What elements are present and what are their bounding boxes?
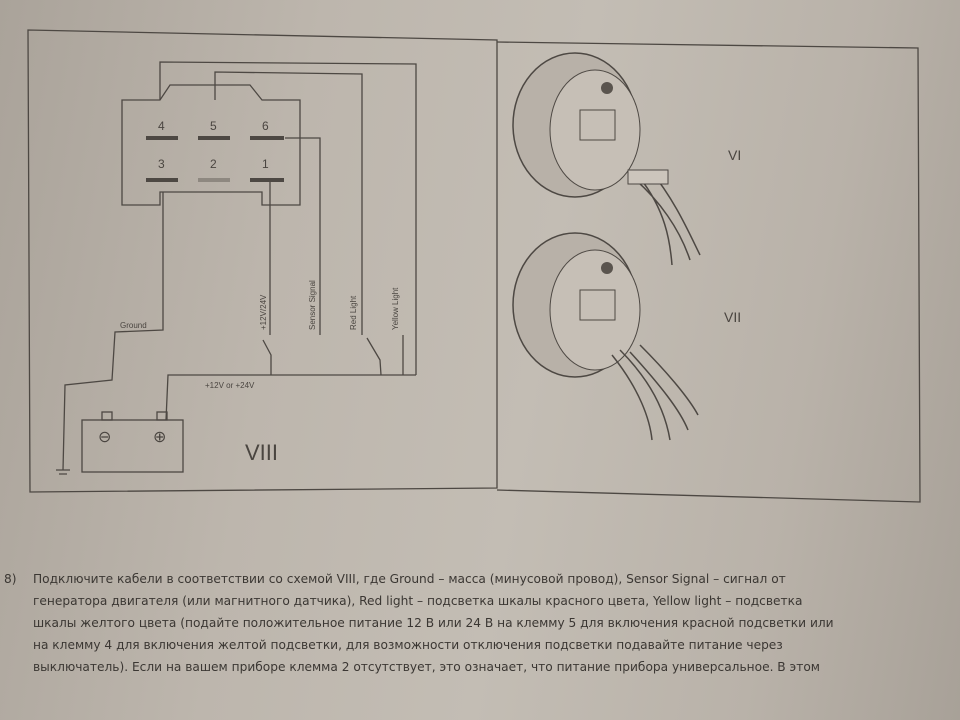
label-power: +12V/24V bbox=[259, 294, 268, 330]
paragraph-number: 8) bbox=[4, 572, 17, 586]
label-red-light: Red Light bbox=[349, 295, 358, 330]
paragraph-line: генератора двигателя (или магнитного дат… bbox=[33, 594, 803, 608]
terminal-2: 2 bbox=[210, 157, 217, 171]
terminal-1: 1 bbox=[262, 157, 269, 171]
terminal-5: 5 bbox=[210, 119, 217, 133]
connector-body bbox=[121, 84, 301, 206]
terminal-6: 6 bbox=[262, 119, 269, 133]
paragraph-line: на клемму 4 для включения желтой подсвет… bbox=[33, 638, 783, 652]
label-ground: Ground bbox=[120, 321, 147, 330]
battery bbox=[81, 419, 184, 473]
gauge-label-vii: VII bbox=[724, 309, 741, 325]
ground-wire bbox=[62, 192, 164, 471]
gauge-vi bbox=[512, 52, 701, 266]
label-sensor-signal: Sensor Signal bbox=[308, 280, 317, 330]
paragraph-line: шкалы желтого цвета (подайте положительн… bbox=[33, 616, 834, 630]
terminal-4: 4 bbox=[158, 119, 165, 133]
label-supply: +12V or +24V bbox=[205, 381, 255, 390]
paragraph-line: Подключите кабели в соответствии со схем… bbox=[33, 572, 786, 586]
supply-wire bbox=[165, 374, 416, 421]
battery-plus: ⊕ bbox=[153, 429, 166, 446]
battery-minus: ⊖ bbox=[98, 429, 111, 446]
scheme-label: VIII bbox=[245, 440, 278, 465]
gauge-vii bbox=[512, 232, 699, 441]
label-yellow-light: Yellow Light bbox=[391, 287, 400, 330]
diagram-frame-left bbox=[27, 29, 498, 493]
paragraph-line: выключатель). Если на вашем приборе клем… bbox=[33, 660, 820, 674]
terminal-3: 3 bbox=[158, 157, 165, 171]
gauge-label-vi: VI bbox=[728, 147, 741, 163]
diagram-frame-right bbox=[496, 41, 921, 503]
